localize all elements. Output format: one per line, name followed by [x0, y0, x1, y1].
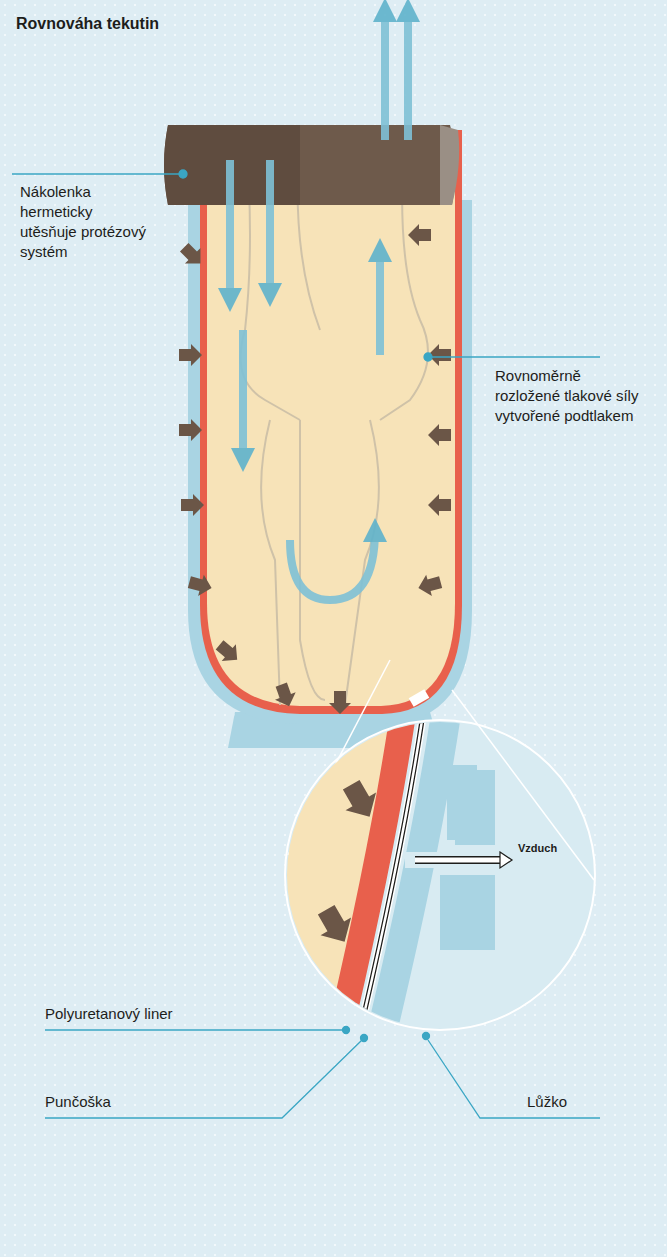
callout-label: Lůžko	[527, 1092, 647, 1112]
diagram-title: Rovnováha tekutin	[16, 14, 416, 34]
callout-label: Rovnoměrně rozložené tlakové síly vytvoř…	[495, 366, 645, 426]
callout-label: Punčoška	[45, 1092, 245, 1112]
callout-label: Polyuretanový liner	[45, 1004, 285, 1024]
callout-label: Nákolenka hermeticky utěsňuje protézový …	[20, 182, 150, 262]
flow-label: Vzduch	[518, 842, 588, 855]
